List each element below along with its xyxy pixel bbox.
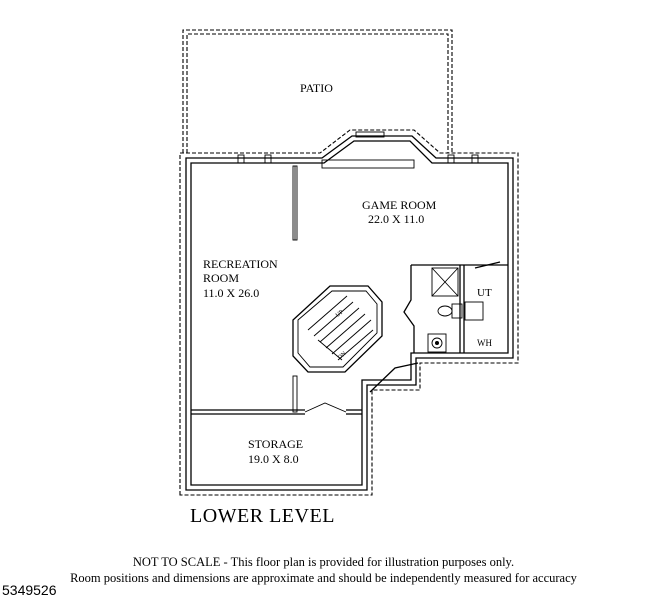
bay-window-sill (321, 159, 415, 169)
storage-wall (191, 375, 362, 415)
angled-wall (369, 362, 419, 393)
game-room-label: GAME ROOM (362, 198, 437, 212)
exterior-wall (179, 129, 519, 496)
recreation-room-label-line2: ROOM (203, 271, 240, 285)
windows (237, 131, 479, 164)
disclaimer-line-1: NOT TO SCALE - This floor plan is provid… (132, 555, 515, 569)
storage-label: STORAGE (248, 437, 304, 451)
water-heater-label: WH (477, 338, 492, 348)
patio-label: PATIO (300, 81, 333, 95)
patio-outline (182, 29, 453, 153)
bathroom-utility-block (403, 261, 508, 353)
partition-wall (292, 165, 298, 241)
staircase (292, 285, 383, 373)
utility-label: UT (477, 287, 492, 299)
game-room-dimensions: 22.0 X 11.0 (368, 212, 425, 226)
storage-dimensions: 19.0 X 8.0 (248, 452, 299, 466)
listing-id: 5349526 (2, 582, 57, 598)
recreation-room-label-line1: RECREATION (203, 257, 278, 271)
level-title: LOWER LEVEL (190, 505, 335, 527)
recreation-room-dimensions: 11.0 X 26.0 (203, 286, 260, 300)
disclaimer-line-2: Room positions and dimensions are approx… (70, 571, 577, 585)
